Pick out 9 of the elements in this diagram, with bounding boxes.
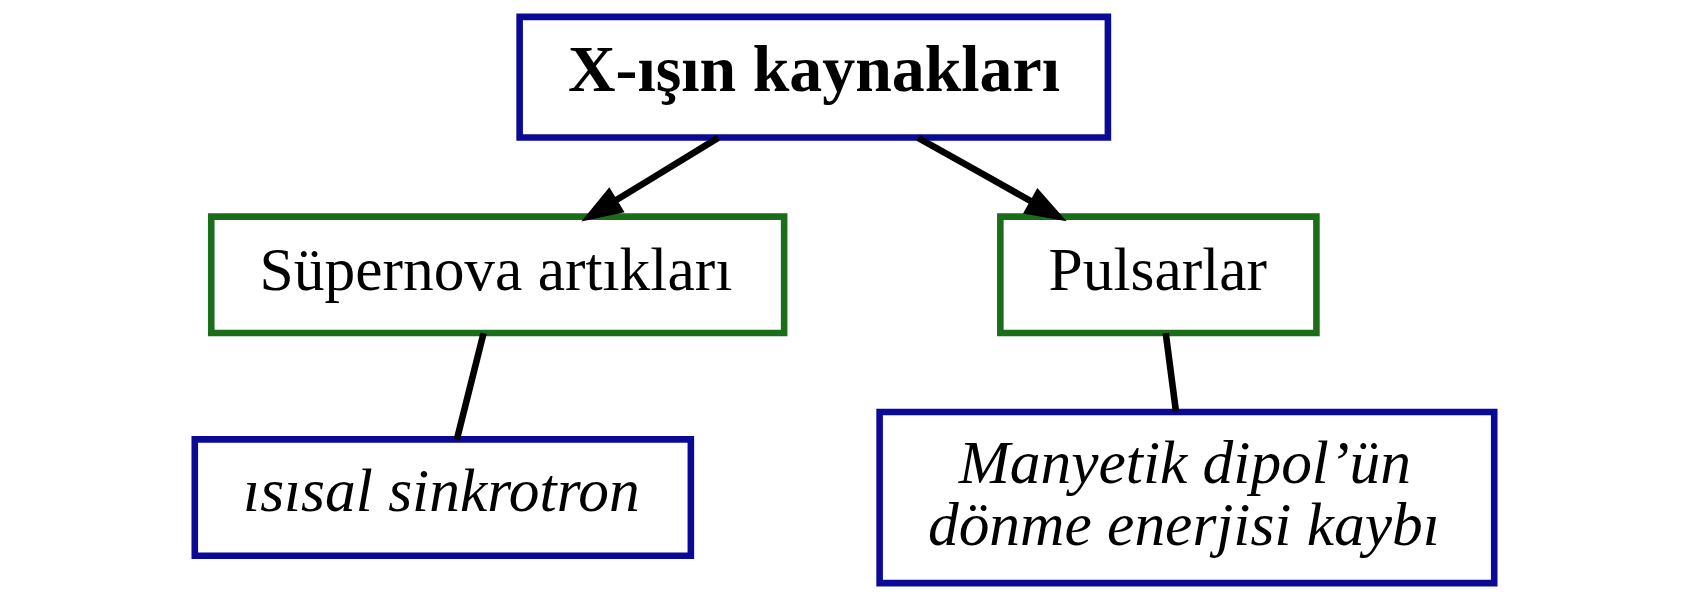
node-box: Pulsarlar xyxy=(997,213,1320,337)
arrow xyxy=(581,135,720,222)
node-box: X-ışın kaynakları xyxy=(516,13,1112,141)
node-box: ısısal sinkrotron xyxy=(191,436,695,559)
connector xyxy=(1162,332,1180,412)
arrow xyxy=(916,135,1067,222)
node-box: Manyetik dipol’ün dönme enerjisi kaybı xyxy=(876,408,1498,587)
node-box: Süpernova artıkları xyxy=(207,213,788,337)
connector xyxy=(453,332,487,441)
